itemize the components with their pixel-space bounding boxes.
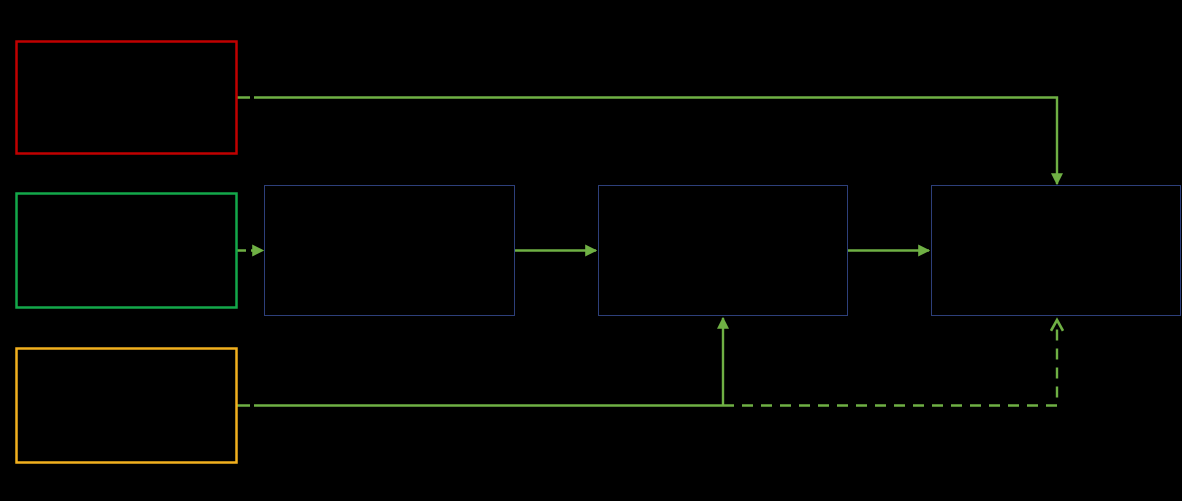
input-yellow bbox=[15, 347, 238, 464]
input-green-box bbox=[15, 192, 238, 309]
connectors bbox=[237, 96, 1057, 407]
stage-2-box bbox=[598, 185, 848, 316]
stage-3-box bbox=[931, 185, 1181, 316]
stage-1-box bbox=[264, 185, 515, 316]
stage-2 bbox=[598, 185, 848, 316]
input-red bbox=[15, 40, 238, 155]
input-red-box bbox=[15, 40, 238, 155]
stage-1 bbox=[264, 185, 515, 316]
input-yellow-box bbox=[15, 347, 238, 464]
input-green bbox=[15, 192, 238, 309]
connector-red-to-stage-3 bbox=[237, 96, 1057, 185]
stage-3 bbox=[931, 185, 1181, 316]
connector-yellow-to-stage-3 bbox=[723, 320, 1057, 407]
